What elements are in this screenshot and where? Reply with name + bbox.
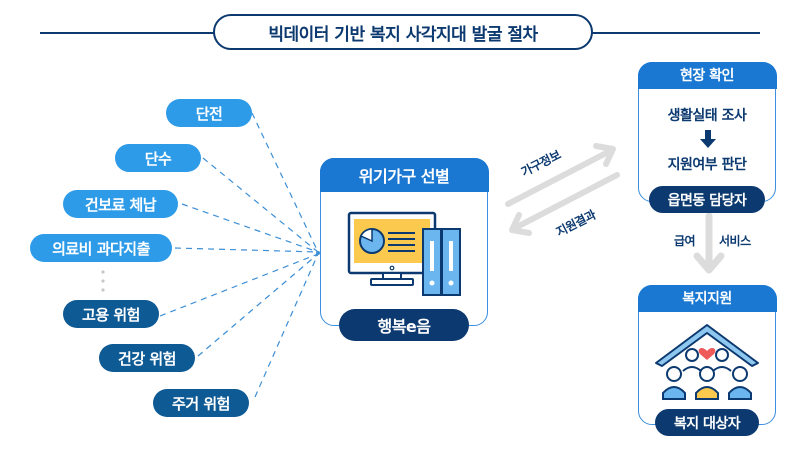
title-line-left	[40, 32, 215, 34]
risk-pill-dan-su: 단수	[115, 144, 201, 172]
arrow-down-icon	[700, 130, 716, 148]
vertical-dots-icon	[101, 270, 105, 292]
field-check-card-header: 현장 확인	[637, 61, 777, 89]
house-family-heart-icon	[655, 324, 759, 400]
risk-pill-housing: 주거 위험	[153, 389, 249, 417]
connector-dan-su	[202, 157, 319, 253]
welfare-support-card-header: 복지지원	[637, 284, 777, 312]
field-check-step-1: 생활실태 조사	[667, 108, 747, 124]
diagram-title: 빅데이터 기반 복지 사각지대 발굴 절차	[213, 14, 593, 50]
benefit-label: 급여	[674, 234, 696, 248]
selection-card: 위기가구 선별 행복e음	[319, 157, 489, 341]
connector-employment	[159, 253, 319, 317]
connector-housing	[254, 253, 319, 398]
field-check-card: 현장 확인 생활실태 조사 지원여부 판단 읍면동 담당자	[637, 61, 777, 213]
risk-pill-health: 건강 위험	[99, 344, 195, 372]
field-check-step-2: 지원여부 판단	[667, 157, 747, 173]
field-check-card-footer: 읍면동 담당자	[649, 186, 765, 213]
risk-pill-medical: 의료비 과다지출	[30, 234, 172, 262]
risk-pill-employment: 고용 위험	[63, 300, 159, 328]
arrow-household-info	[505, 143, 616, 207]
connector-dan-jeon	[251, 112, 319, 253]
welfare-support-card-footer: 복지 대상자	[655, 409, 759, 436]
monitor-chart-binders-icon	[347, 211, 461, 296]
title-line-right	[591, 32, 760, 34]
arrow-support-result	[509, 172, 620, 236]
connector-medical	[174, 247, 319, 253]
connector-geonbo	[181, 203, 319, 253]
selection-card-footer: 행복e음	[339, 309, 469, 341]
selection-card-header: 위기가구 선별	[319, 157, 489, 192]
risk-pill-geonbo: 건보료 체납	[63, 190, 178, 218]
arrow-down-welfare	[693, 212, 725, 274]
service-label: 서비스	[719, 234, 751, 248]
risk-pill-dan-jeon: 단전	[166, 99, 252, 127]
connector-hub	[316, 251, 320, 255]
welfare-support-card: 복지지원 복지 대상자	[637, 284, 777, 436]
connector-health	[197, 253, 319, 357]
